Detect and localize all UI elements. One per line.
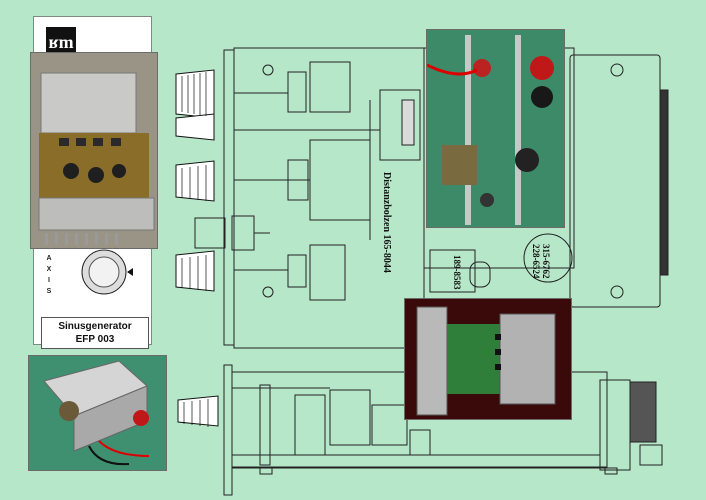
part-number-c: 228-6524: [531, 244, 541, 279]
panel-title-line1: Sinusgenerator: [58, 321, 132, 332]
boards-photo: [404, 298, 572, 420]
panel-title-line2: EFP 003: [75, 334, 115, 345]
connectors-photo: [426, 29, 565, 228]
distance-bolt-label: Distanzbolzen 165-8044: [381, 172, 392, 273]
panel-dial: [81, 249, 133, 295]
circuit-board-photo: [30, 52, 158, 249]
panel-title-box: Sinusgenerator EFP 003: [41, 317, 149, 349]
part-number-b: 315-6762: [541, 244, 551, 279]
module-photo: [28, 355, 167, 471]
part-number-a: 189-8583: [452, 255, 462, 290]
